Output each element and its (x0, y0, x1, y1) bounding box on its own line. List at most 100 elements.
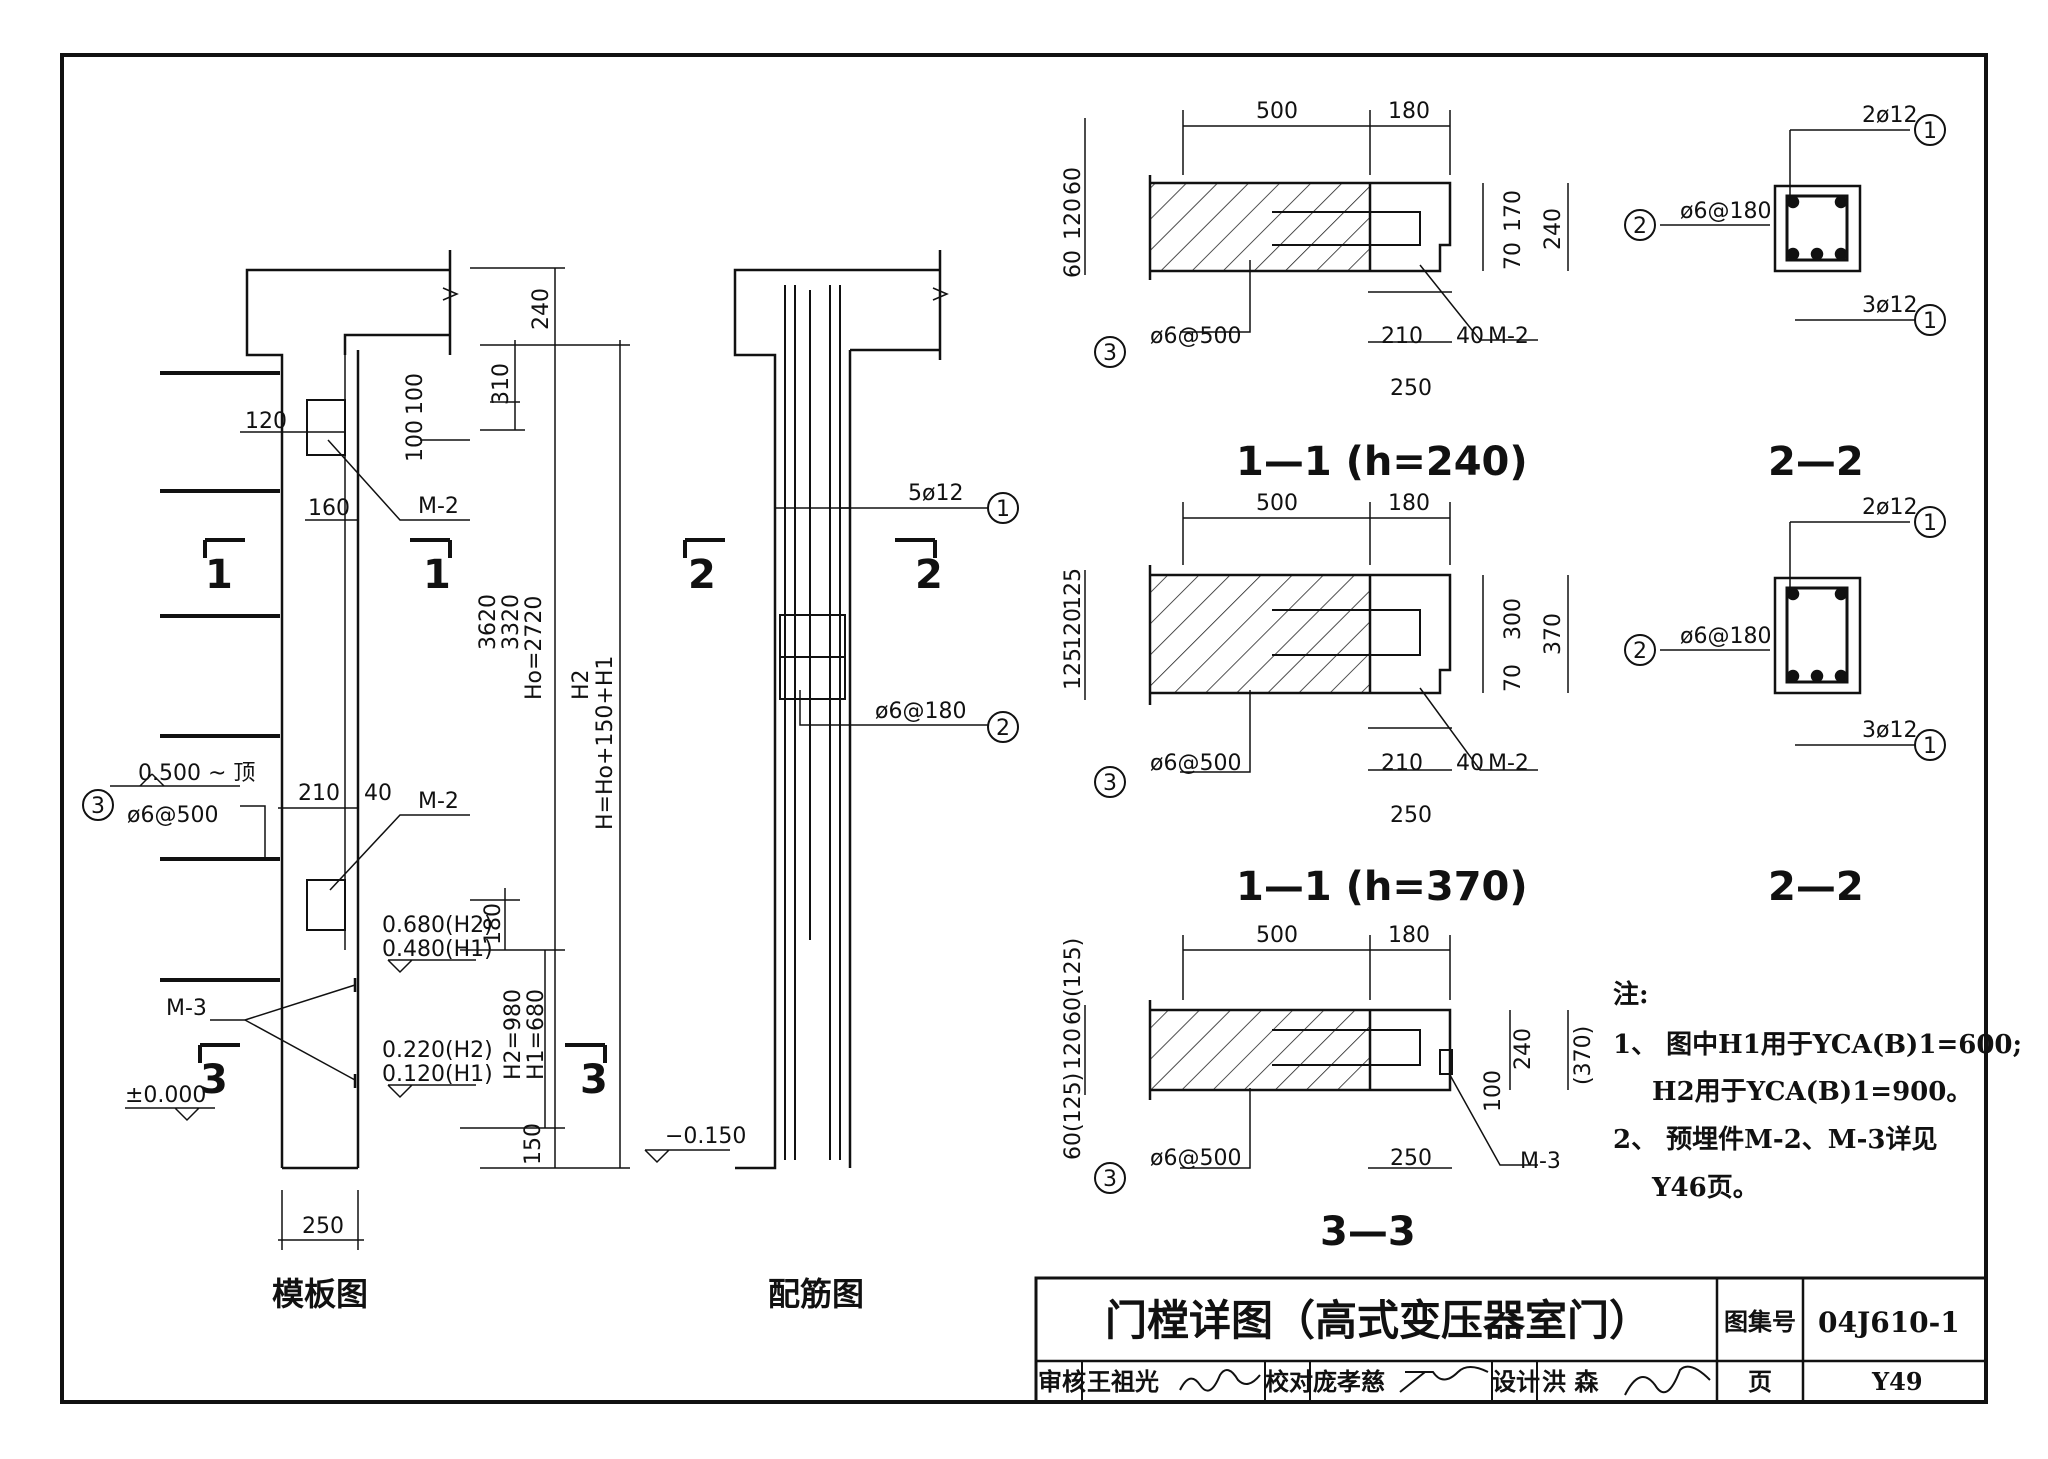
s11b-180: 180 (1388, 491, 1430, 516)
note-1b: H2用于YCA(B)1=900。 (1652, 1077, 1972, 1107)
s11a-250: 250 (1390, 376, 1432, 401)
s22b-bot: 3ø12 (1862, 718, 1917, 743)
template-dim-120: 120 (245, 409, 287, 434)
s11b-bar: ø6@500 (1150, 751, 1241, 776)
template-dim-250: 250 (302, 1214, 344, 1239)
template-m3: M-3 (166, 996, 207, 1021)
drawing-title: 门樘详图（高式变压器室门） (1105, 1296, 1651, 1345)
s22b-c1b: 1 (1923, 734, 1937, 759)
atlas-number: 04J610-1 (1818, 1306, 1960, 1339)
reviewer-name: 王祖光 (1087, 1367, 1159, 1396)
rebar-circle2: 2 (996, 716, 1010, 741)
atlas-label: 图集号 (1724, 1307, 1796, 1336)
s33-bar: ø6@500 (1150, 1146, 1241, 1171)
rebar-bar1-label: 5ø12 (908, 481, 963, 506)
template-dim-h1v: H1=680 (524, 989, 549, 1080)
sheet-border (60, 53, 1988, 1404)
s11b-circle3: 3 (1103, 771, 1117, 796)
s11b-70: 70 (1501, 664, 1526, 692)
s11b-210: 210 (1381, 751, 1423, 776)
s33-370: (370) (1571, 1026, 1596, 1085)
rebar-circle1: 1 (996, 497, 1010, 522)
level-top: 0.500 ~ 顶 (138, 761, 255, 786)
designer-signature (1624, 1365, 1711, 1396)
s22b-top: 2ø12 (1862, 495, 1917, 520)
template-m2a: M-2 (418, 494, 459, 519)
designer-name: 洪 森 (1542, 1367, 1599, 1396)
section-mark-1-right: 1 (423, 552, 451, 598)
rebar-caption: 配筋图 (768, 1275, 864, 1313)
s11b-370: 370 (1541, 613, 1566, 655)
template-bar3: ø6@500 (127, 803, 218, 828)
section-mark-1-left: 1 (205, 552, 233, 598)
template-dim-180: 180 (481, 903, 506, 945)
level-480: 0.480(H1) (382, 937, 493, 962)
s11a-70: 70 (1501, 242, 1526, 270)
section-mark-3-right: 3 (580, 1057, 608, 1103)
template-circle3: 3 (91, 794, 105, 819)
note-1a: 1、 图中H1用于YCA(B)1=600; (1613, 1030, 2022, 1060)
s22b-caption: 2—2 (1768, 864, 1864, 910)
s33-180: 180 (1388, 923, 1430, 948)
s11a-60b: 60 (1061, 250, 1086, 278)
s11b-120: 120 (1061, 608, 1086, 650)
s11a-170: 170 (1501, 190, 1526, 232)
s22a-caption: 2—2 (1768, 439, 1864, 485)
s11a-240: 240 (1541, 208, 1566, 250)
reviewer-signature (1179, 1369, 1261, 1392)
note-2a: 2、 预埋件M-2、M-3详见 (1613, 1124, 1937, 1155)
template-dim-150: 150 (521, 1123, 546, 1165)
s22a-c1b: 1 (1923, 309, 1937, 334)
section-11a (1084, 110, 1569, 343)
section-22a (1660, 129, 1920, 321)
s11b-500: 500 (1256, 491, 1298, 516)
template-drawing (110, 250, 730, 1250)
s33-v1: 60(125) (1061, 938, 1086, 1025)
s11a-circle3: 3 (1103, 341, 1117, 366)
s22b-stir: ø6@180 (1680, 624, 1771, 649)
template-dim-240: 240 (529, 288, 554, 330)
section-11b (1084, 502, 1569, 773)
s22a-c1a: 1 (1923, 119, 1937, 144)
reinforcement-drawing (683, 250, 990, 1170)
s33-500: 500 (1256, 923, 1298, 948)
level-m150: −0.150 (665, 1124, 746, 1149)
s11b-250: 250 (1390, 803, 1432, 828)
template-dim-40: 40 (364, 781, 392, 806)
level-220: 0.220(H2) (382, 1038, 493, 1063)
template-caption: 模板图 (272, 1275, 368, 1313)
s22a-bot: 3ø12 (1862, 293, 1917, 318)
review-label: 审核 (1038, 1367, 1086, 1396)
section-mark-2-right: 2 (915, 552, 943, 598)
s11b-300: 300 (1501, 598, 1526, 640)
callout-circles (82, 114, 1946, 1194)
s33-120: 120 (1061, 1028, 1086, 1070)
section-mark-2-left: 2 (688, 552, 716, 598)
template-m2b: M-2 (418, 789, 459, 814)
level-680: 0.680(H2) (382, 913, 493, 938)
section-mark-3-left: 3 (200, 1057, 228, 1103)
s11a-m2: M-2 (1488, 324, 1529, 349)
s33-caption: 3—3 (1320, 1209, 1416, 1255)
template-dim-3320: 3320 (499, 594, 524, 650)
s11a-bar: ø6@500 (1150, 324, 1241, 349)
s11b-125a: 125 (1061, 568, 1086, 610)
template-dim-h2v: H2=980 (501, 989, 526, 1080)
s33-circle3: 3 (1103, 1167, 1117, 1192)
s22b-c2: 2 (1633, 639, 1647, 664)
s33-240: 240 (1511, 1028, 1536, 1070)
note-2b: Y46页。 (1651, 1173, 1759, 1203)
template-dim-h: H=Ho+150+H1 (593, 656, 618, 830)
template-dim-310: 310 (489, 363, 514, 405)
check-label: 校对 (1265, 1367, 1313, 1396)
level-0: ±0.000 (125, 1083, 206, 1108)
s33-100: 100 (1481, 1070, 1506, 1112)
template-dim-3620: 3620 (476, 594, 501, 650)
template-dim-210: 210 (298, 781, 340, 806)
template-dim-160: 160 (308, 496, 350, 521)
template-dim-100b: 100 (403, 420, 428, 462)
s22a-c2: 2 (1633, 214, 1647, 239)
checker-name: 庞孝慈 (1313, 1367, 1385, 1396)
template-dim-h2: H2 (569, 669, 594, 700)
